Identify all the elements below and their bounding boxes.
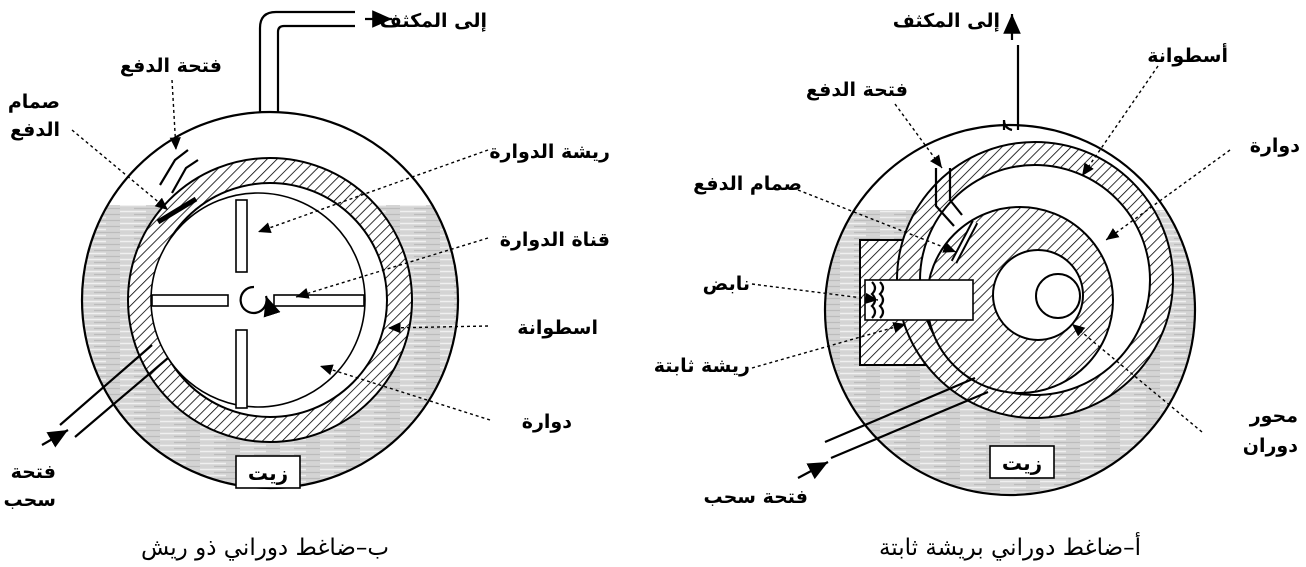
- rotor-vane-left: [151, 294, 229, 307]
- label-discharge-valve-b-2: الدفع: [10, 119, 60, 141]
- label-rotor-b: دوارة: [522, 411, 572, 433]
- rotor-b: [150, 192, 366, 408]
- label-rotor-a: دوارة: [1250, 135, 1300, 157]
- label-suction-port-a: فتحة سحب: [703, 486, 808, 508]
- leader-rotor-a: [1105, 149, 1231, 241]
- label-discharge-valve-b-1: صمام: [8, 91, 60, 113]
- casing-a: [823, 123, 1197, 497]
- suction-arrow-b: [41, 429, 69, 448]
- leader-cylinder-a: [1081, 65, 1159, 177]
- discharge-valve-b: [156, 196, 198, 225]
- label-discharge-port-a: فتحة الدفع: [806, 79, 908, 101]
- rotation-arrow-b: [239, 285, 281, 318]
- caption-b: ب–ضاغط دوراني ذو ريش: [141, 535, 389, 561]
- label-fixed-vane-a: ريشة ثابتة: [654, 355, 750, 377]
- label-cylinder-a: أسطوانة: [1147, 43, 1228, 67]
- discharge-port-b: [159, 149, 199, 194]
- leader-shaft-a: [1071, 323, 1203, 433]
- label-rotor-slot: قناة الدوارة: [500, 229, 610, 251]
- leader-discharge-valve-b: [71, 129, 169, 211]
- oil-label-a: زيت: [1002, 451, 1042, 475]
- leader-fixed-vane-a: [751, 322, 907, 369]
- suction-tube-b: [59, 344, 169, 438]
- caption-a: أ–ضاغط دوراني بريشة ثابتة: [879, 532, 1141, 561]
- discharge-tube-b: [258, 10, 355, 113]
- rotor-vane-top: [235, 199, 248, 273]
- rotor-vane-bottom: [235, 329, 248, 409]
- suction-tube-a: [824, 376, 989, 460]
- discharge-port-a: [934, 168, 963, 227]
- label-discharge-port-b: فتحة الدفع: [120, 55, 222, 77]
- label-shaft-a-2: دوران: [1243, 435, 1298, 457]
- label-suction-port-b-2: سحب: [4, 489, 57, 511]
- oil-label-box-a: [989, 445, 1055, 479]
- discharge-tube-a: [1002, 45, 1020, 132]
- oil-label-box-b: [235, 455, 301, 489]
- suction-arrow-a: [797, 461, 829, 480]
- leader-discharge-port-a: [894, 103, 943, 169]
- leader-cylinder-b: [387, 322, 489, 334]
- leader-discharge-valve-a: [797, 189, 957, 253]
- label-cylinder-b: اسطوانة: [517, 317, 598, 339]
- label-shaft-a-1: محور: [1249, 405, 1298, 427]
- label-to-condenser-a: إلى المكثف: [893, 10, 1000, 32]
- diagram-a-fixed-vane: زيت إلى المكثف أسطوانة فتحة الدفع دوارة …: [654, 10, 1300, 561]
- label-discharge-valve-a: صمام الدفع: [693, 173, 802, 195]
- label-suction-port-b-1: فتحة: [11, 461, 56, 483]
- shaft-a: [1035, 273, 1081, 319]
- label-spring-a: نابض: [703, 273, 750, 295]
- vane-slot-a: [864, 279, 974, 321]
- label-rotor-vane: ريشة الدوارة: [489, 141, 610, 163]
- rotor-vane-right: [273, 294, 365, 307]
- label-to-condenser-b: إلى المكثف: [380, 10, 487, 32]
- diagram-b-multi-vane: زيت إلى المكثف فتحة الدفع صمام الدفع ريش…: [4, 10, 611, 561]
- leader-rotor-vane: [257, 149, 489, 234]
- oil-label-b: زيت: [248, 461, 288, 485]
